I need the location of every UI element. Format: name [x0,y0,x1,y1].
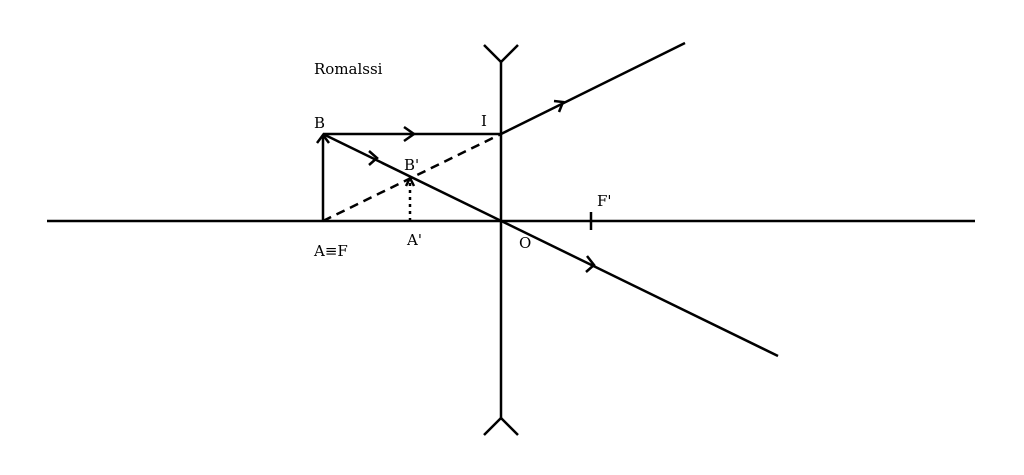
ray-refracted-direction-arrow [553,99,565,113]
ray-through-optical-center [322,132,779,358]
label-i: I [481,112,487,130]
image-a-prime-b-prime [404,175,416,221]
label-f-prime: F' [597,192,612,210]
ray-virtual-extension [322,132,502,223]
object-ab [316,132,330,221]
label-b-prime: B' [404,156,419,174]
ray-center-direction-arrow-2 [585,255,596,273]
label-a-prime: A' [406,231,422,249]
label-b: B [314,114,325,132]
watermark-text: Romalssi [314,60,383,78]
diverging-lens [483,44,519,436]
lens-top-inward-tip [483,44,519,64]
lens-bottom-inward-tip [483,416,519,436]
label-a-equiv-f: A≡F [313,242,348,260]
ray-center-direction-arrow-1 [368,150,379,166]
ray-parallel-direction-arrow [403,125,417,143]
ray-refracted-from-i [500,41,686,136]
label-o: O [519,234,531,252]
